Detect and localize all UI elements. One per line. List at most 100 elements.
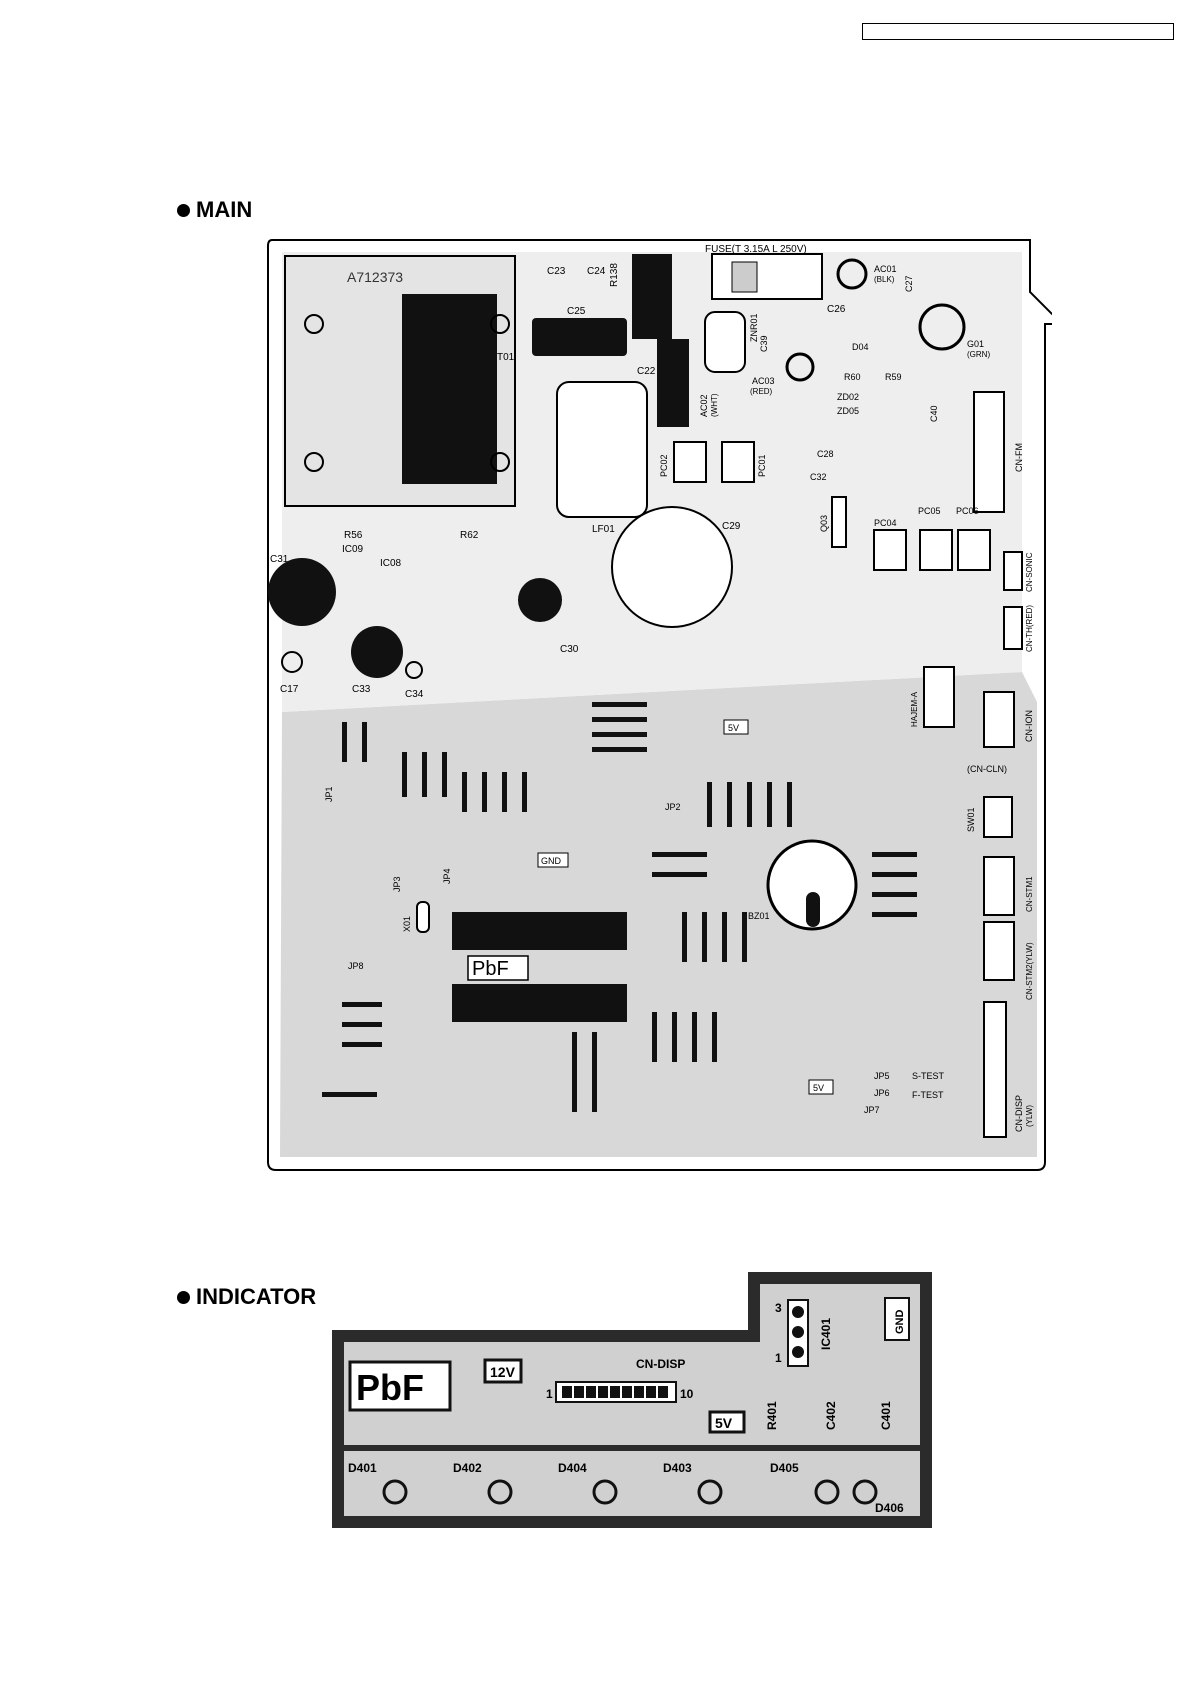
q03-transistor bbox=[831, 496, 847, 548]
cn-stm1-label: CN-STM1 bbox=[1025, 876, 1034, 912]
c28-label: C28 bbox=[817, 449, 834, 459]
lf01-filter bbox=[556, 381, 648, 518]
gnd-tag bbox=[537, 852, 569, 868]
c22-label: C22 bbox=[637, 366, 656, 377]
cn-disp-color-label: (YLW) bbox=[1025, 1105, 1034, 1127]
d402-label: D402 bbox=[453, 1461, 482, 1475]
ic09-label: IC09 bbox=[342, 544, 364, 555]
pc02-chip bbox=[673, 441, 707, 483]
ac01-label: AC01 bbox=[874, 264, 897, 274]
sw01-label: SW01 bbox=[966, 807, 976, 832]
sw01-switch bbox=[983, 796, 1013, 838]
ground-plane bbox=[280, 672, 1037, 1157]
cn-disp-pins bbox=[562, 1386, 668, 1398]
c30-label: C30 bbox=[560, 644, 579, 655]
pin-hole bbox=[304, 452, 324, 472]
s-test-label: S-TEST bbox=[912, 1071, 945, 1081]
c30-capacitor bbox=[518, 578, 562, 622]
header-box bbox=[862, 23, 1174, 40]
cn-sonic-connector bbox=[1003, 551, 1023, 591]
d403-label: D403 bbox=[663, 1461, 692, 1475]
v12-label: 12V bbox=[490, 1364, 516, 1380]
main-title-text: MAIN bbox=[196, 197, 253, 222]
cn-stm2-connector bbox=[983, 921, 1015, 981]
bullet-icon bbox=[177, 203, 190, 217]
cn-th-label: CN-TH(RED) bbox=[1025, 605, 1034, 652]
g01-terminal bbox=[918, 303, 966, 351]
lf01-label: LF01 bbox=[592, 524, 615, 535]
ac02-color-label: (WHT) bbox=[710, 393, 719, 417]
c34-capacitor bbox=[405, 661, 423, 679]
t01-label: T01 bbox=[497, 352, 515, 363]
cn-th-connector bbox=[1003, 606, 1023, 650]
ic08-label: IC08 bbox=[380, 558, 402, 569]
transformer-core bbox=[402, 294, 497, 484]
d401-label: D401 bbox=[348, 1461, 377, 1475]
indicator-section-title: INDICATOR bbox=[177, 1284, 316, 1310]
ac02-label: AC02 bbox=[699, 394, 709, 417]
main-board: A712373 FUSE(T 3.15A L 250V) R138 C25 C2… bbox=[267, 239, 1052, 1171]
led-icon bbox=[814, 1479, 840, 1505]
bz01-buzzer bbox=[766, 839, 858, 931]
ac03-color-label: (RED) bbox=[750, 387, 773, 396]
r62-label: R62 bbox=[460, 530, 479, 541]
r401-label: R401 bbox=[765, 1401, 779, 1430]
ic401-pin bbox=[792, 1306, 804, 1318]
pbf-label: PbF bbox=[356, 1367, 424, 1408]
c29-label: C29 bbox=[722, 521, 741, 532]
r56-label: R56 bbox=[344, 530, 363, 541]
ic-pin3-label: 3 bbox=[775, 1301, 782, 1315]
gnd-tag bbox=[884, 1297, 910, 1341]
gnd-label: GND bbox=[541, 856, 562, 866]
c402-label: C402 bbox=[824, 1401, 838, 1430]
x01-label: X01 bbox=[402, 916, 412, 932]
c33-capacitor bbox=[351, 626, 403, 678]
serial-label: A712373 bbox=[347, 269, 403, 285]
hajem-label: HAJEM-A bbox=[910, 691, 919, 727]
pc01-chip bbox=[721, 441, 755, 483]
zd02-label: ZD02 bbox=[837, 392, 859, 402]
indicator-divider bbox=[344, 1445, 920, 1451]
pc06-chip bbox=[957, 529, 991, 571]
c17-capacitor bbox=[281, 651, 303, 673]
cn-fm-label: CN-FM bbox=[1014, 443, 1024, 472]
cn-disp-connector bbox=[983, 1001, 1007, 1138]
bz01-label: BZ01 bbox=[748, 911, 770, 921]
f-test-label: F-TEST bbox=[912, 1090, 944, 1100]
c33-label: C33 bbox=[352, 684, 371, 695]
cn-cln-label: (CN-CLN) bbox=[967, 764, 1007, 774]
c34-label: C34 bbox=[405, 689, 424, 700]
pin-hole bbox=[490, 314, 510, 334]
ic401-pin bbox=[792, 1346, 804, 1358]
led-icon bbox=[592, 1479, 618, 1505]
pc06-label: PC06 bbox=[956, 506, 979, 516]
pin-hole bbox=[304, 314, 324, 334]
jp8-label: JP8 bbox=[348, 961, 364, 971]
indicator-board: PbF 12V CN-DISP 1 10 5V R401 C402 C401 3… bbox=[332, 1272, 932, 1528]
led-icons bbox=[382, 1479, 878, 1505]
r138-block bbox=[632, 254, 672, 339]
ac01-color-label: (BLK) bbox=[874, 275, 895, 284]
d405-label: D405 bbox=[770, 1461, 799, 1475]
pc05-label: PC05 bbox=[918, 506, 941, 516]
ic-pin1-label: 1 bbox=[775, 1351, 782, 1365]
main-ic-upper bbox=[452, 912, 627, 950]
fuse-clip bbox=[731, 261, 758, 293]
cn-ion-connector bbox=[983, 691, 1015, 748]
pc04-label: PC04 bbox=[874, 518, 897, 528]
v5-label: 5V bbox=[715, 1415, 733, 1431]
jp7-label: JP7 bbox=[864, 1105, 880, 1115]
c26-label: C26 bbox=[827, 304, 846, 315]
led-icon bbox=[382, 1479, 408, 1505]
jp5-label: JP5 bbox=[874, 1071, 890, 1081]
cn-disp-label: CN-DISP bbox=[636, 1357, 685, 1371]
jp2-label: JP2 bbox=[665, 802, 681, 812]
v5-tag bbox=[708, 1410, 746, 1434]
c27-label: C27 bbox=[904, 275, 914, 292]
led-icon bbox=[852, 1479, 878, 1505]
ic401-pin bbox=[792, 1326, 804, 1338]
pbf-label: PbF bbox=[472, 958, 509, 980]
znr01 bbox=[704, 311, 746, 373]
pc04-chip bbox=[873, 529, 907, 571]
ac03-label: AC03 bbox=[752, 376, 775, 386]
